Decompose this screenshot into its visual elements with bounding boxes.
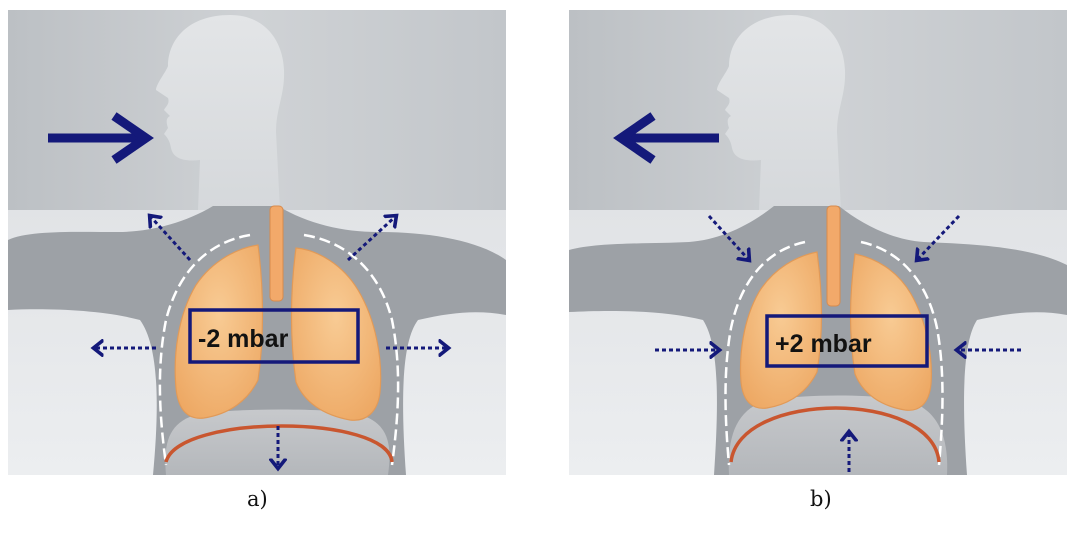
pressure-label: +2 mbar: [775, 330, 872, 358]
caption-b: b): [810, 487, 832, 511]
trachea: [270, 206, 283, 301]
caption-a: a): [247, 487, 268, 511]
panel-a: -2 mbar: [8, 10, 506, 475]
trachea: [827, 206, 840, 306]
respiration-diagram-inhale: -2 mbar: [8, 10, 506, 475]
panel-b: +2 mbar: [569, 10, 1067, 475]
respiration-diagram-exhale: +2 mbar: [569, 10, 1067, 475]
pressure-label: -2 mbar: [198, 325, 289, 353]
